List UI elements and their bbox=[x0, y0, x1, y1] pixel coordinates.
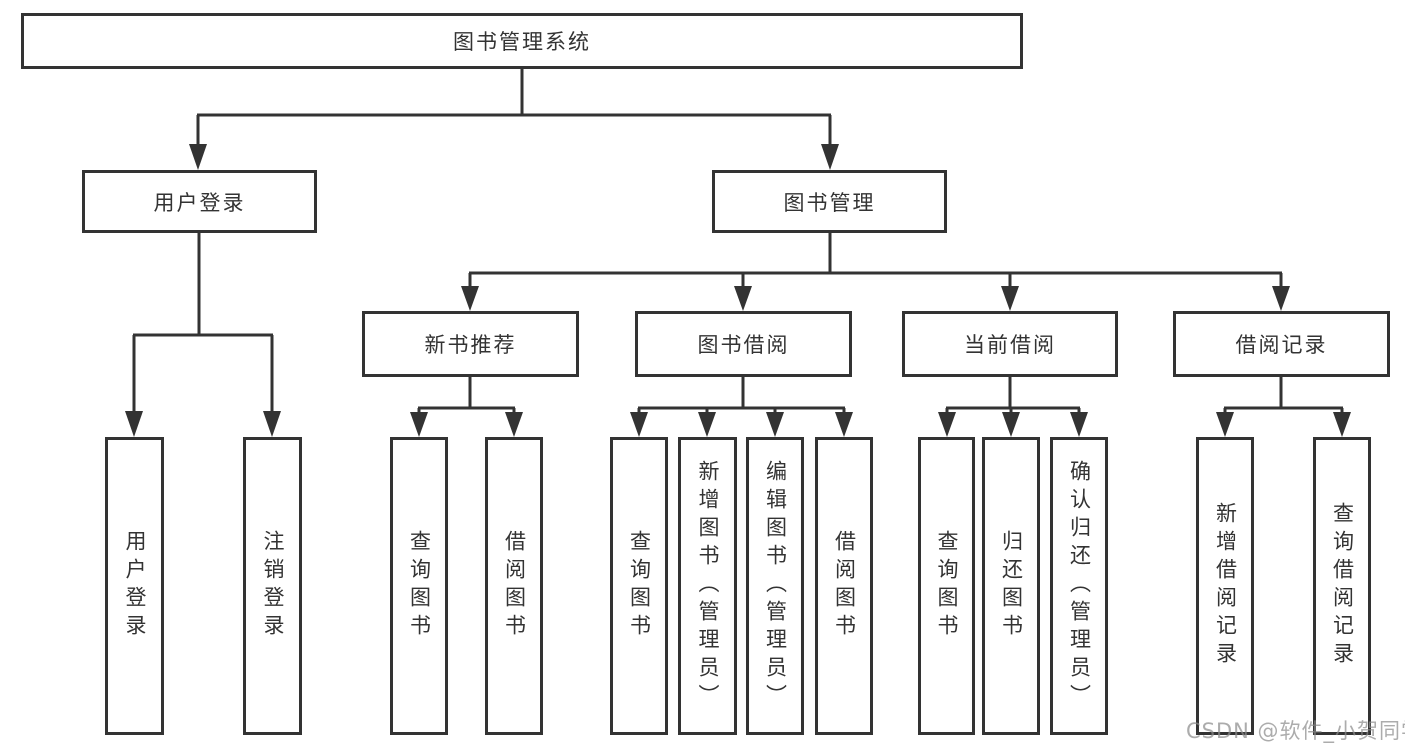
leaf-label: 查询图书 bbox=[627, 530, 652, 642]
leaf-label: 用户登录 bbox=[123, 530, 147, 642]
leaf-user-login: 用户登录 bbox=[105, 437, 164, 735]
leaf-query-books-current: 查询图书 bbox=[918, 437, 975, 735]
node-label: 当前借阅 bbox=[964, 333, 1056, 357]
leaf-borrow-books: 借阅图书 bbox=[815, 437, 873, 735]
node-user-login: 用户登录 bbox=[82, 170, 317, 233]
leaf-return-books: 归还图书 bbox=[982, 437, 1040, 735]
csdn-watermark: CSDN @软件_小贺同学 bbox=[1186, 719, 1405, 743]
node-book-borrow: 图书借阅 bbox=[635, 311, 852, 377]
leaf-add-books-admin: 新增图书（管理员） bbox=[678, 437, 737, 735]
leaf-label: 新增图书（管理员） bbox=[696, 460, 720, 712]
node-label: 图书管理 bbox=[783, 190, 876, 215]
leaf-query-books-borrow: 查询图书 bbox=[610, 437, 668, 735]
node-borrow-records: 借阅记录 bbox=[1173, 311, 1390, 377]
leaf-label: 借阅图书 bbox=[832, 530, 857, 642]
leaf-label: 查询图书 bbox=[935, 530, 959, 642]
leaf-label: 编辑图书（管理员） bbox=[763, 460, 788, 712]
leaf-add-borrow-record: 新增借阅记录 bbox=[1196, 437, 1254, 735]
leaf-borrow-books-recommend: 借阅图书 bbox=[485, 437, 543, 735]
leaf-edit-books-admin: 编辑图书（管理员） bbox=[746, 437, 804, 735]
node-label: 用户登录 bbox=[153, 190, 246, 215]
node-label: 借阅记录 bbox=[1235, 333, 1328, 357]
node-label: 新书推荐 bbox=[424, 333, 517, 357]
leaf-label: 借阅图书 bbox=[502, 530, 527, 642]
leaf-label: 查询图书 bbox=[407, 530, 432, 642]
leaf-logout: 注销登录 bbox=[243, 437, 302, 735]
leaf-query-books-recommend: 查询图书 bbox=[390, 437, 448, 735]
node-label: 图书管理系统 bbox=[453, 30, 591, 54]
node-root-library-system: 图书管理系统 bbox=[21, 13, 1023, 69]
leaf-label: 归还图书 bbox=[999, 530, 1024, 642]
leaf-query-borrow-record: 查询借阅记录 bbox=[1313, 437, 1371, 735]
node-current-borrow: 当前借阅 bbox=[902, 311, 1118, 377]
leaf-label: 新增借阅记录 bbox=[1213, 502, 1238, 670]
leaf-confirm-return-admin: 确认归还（管理员） bbox=[1050, 437, 1108, 735]
leaf-label: 查询借阅记录 bbox=[1330, 502, 1355, 670]
node-new-book-recommend: 新书推荐 bbox=[362, 311, 579, 377]
node-book-management: 图书管理 bbox=[712, 170, 947, 233]
leaf-label: 确认归还（管理员） bbox=[1067, 460, 1092, 712]
leaf-label: 注销登录 bbox=[261, 530, 285, 642]
arrowheads bbox=[125, 144, 1351, 437]
node-label: 图书借阅 bbox=[697, 333, 790, 357]
